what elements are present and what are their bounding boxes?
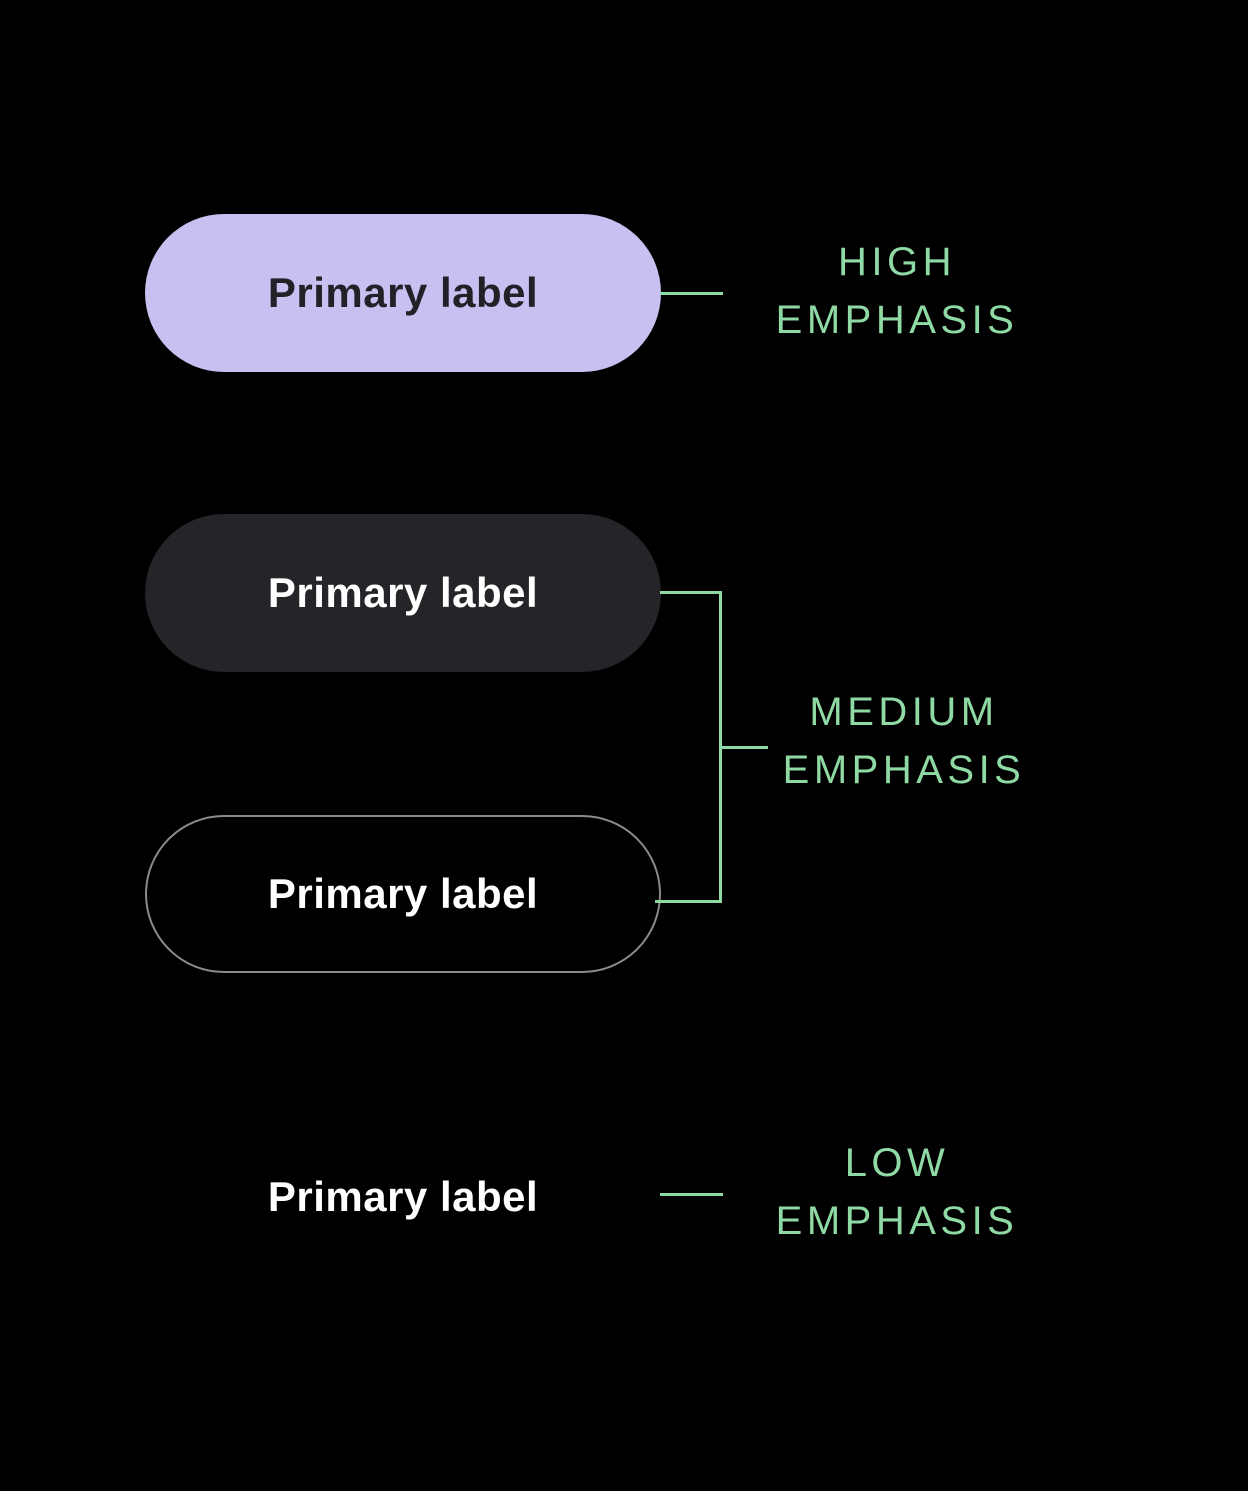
low-emphasis-connector-line	[660, 1193, 723, 1196]
high-emphasis-caption-line1: HIGH	[838, 240, 956, 284]
medium-emphasis-caption: MEDIUM EMPHASIS	[774, 683, 1034, 799]
high-emphasis-caption-line2: EMPHASIS	[775, 298, 1019, 342]
medium-emphasis-bracket-bottom-line	[655, 900, 722, 903]
tonal-button-label: Primary label	[267, 569, 539, 616]
low-emphasis-caption-line2: EMPHASIS	[775, 1199, 1019, 1243]
medium-emphasis-bracket-top-line	[660, 591, 722, 594]
tonal-button[interactable]: Primary label	[145, 514, 661, 672]
medium-emphasis-bracket-vertical-line	[719, 591, 722, 903]
low-emphasis-caption-line1: LOW	[844, 1141, 950, 1185]
outlined-button[interactable]: Primary label	[145, 815, 661, 973]
medium-emphasis-caption-line2: EMPHASIS	[782, 748, 1026, 792]
high-emphasis-connector-line	[660, 292, 723, 295]
medium-emphasis-caption-line1: MEDIUM	[809, 690, 999, 734]
text-button-label: Primary label	[267, 1173, 539, 1220]
text-button[interactable]: Primary label	[145, 1118, 661, 1276]
filled-button-label: Primary label	[267, 269, 539, 316]
medium-emphasis-bracket-tick-line	[722, 746, 768, 749]
high-emphasis-caption: HIGH EMPHASIS	[767, 233, 1027, 349]
outlined-button-label: Primary label	[267, 870, 539, 917]
filled-button[interactable]: Primary label	[145, 214, 661, 372]
low-emphasis-caption: LOW EMPHASIS	[767, 1134, 1027, 1250]
